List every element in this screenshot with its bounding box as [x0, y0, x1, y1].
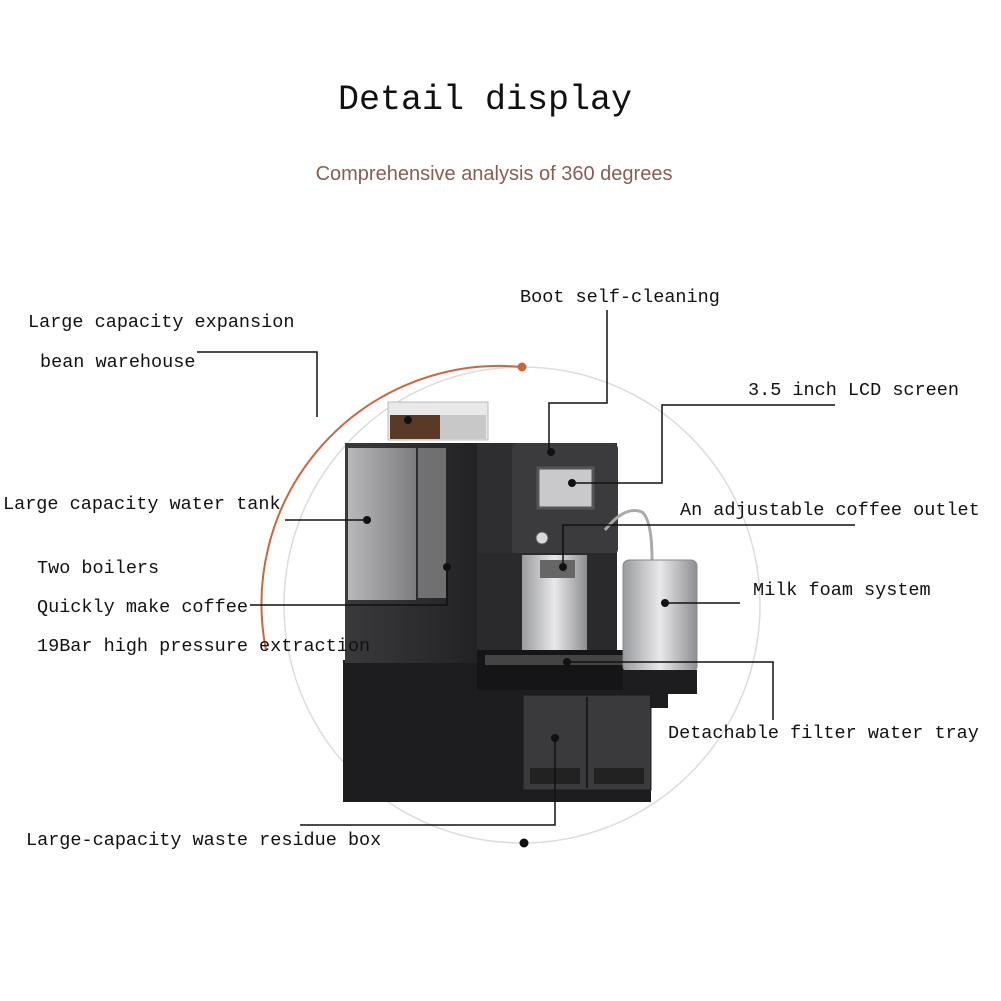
pointer-dots: [363, 416, 669, 742]
label-milk-foam: Milk foam system: [753, 580, 931, 601]
leader-lines: [197, 310, 855, 826]
label-waste-box: Large-capacity waste residue box: [26, 830, 382, 851]
lcd-screen: [536, 466, 595, 510]
page-title: Detail display: [337, 80, 633, 120]
milk-pipe: [603, 509, 654, 561]
label-bean-warehouse-line1: Large capacity expansion: [28, 312, 295, 333]
water-tank-window: [348, 448, 416, 600]
label-coffee-outlet: An adjustable coffee outlet: [680, 500, 980, 521]
label-quickly-make-coffee: Quickly make coffee: [37, 597, 248, 618]
power-button: [535, 531, 549, 545]
label-water-tank: Large capacity water tank: [3, 494, 281, 515]
label-pressure: 19Bar high pressure extraction: [37, 636, 371, 657]
label-lcd-screen: 3.5 inch LCD screen: [748, 380, 959, 401]
label-two-boilers: Two boilers: [37, 558, 160, 579]
arc-dot-bottom: [519, 838, 529, 848]
accent-arc: [260, 364, 523, 651]
coffee-machine: [343, 401, 698, 802]
label-bean-warehouse-line2: bean warehouse: [40, 352, 196, 373]
page-subtitle: Comprehensive analysis of 360 degrees: [315, 163, 673, 185]
label-filter-tray: Detachable filter water tray: [668, 723, 979, 744]
arc-dot-top: [517, 362, 527, 372]
label-boot-self-cleaning: Boot self-cleaning: [520, 287, 720, 308]
milk-jug: [622, 559, 698, 673]
